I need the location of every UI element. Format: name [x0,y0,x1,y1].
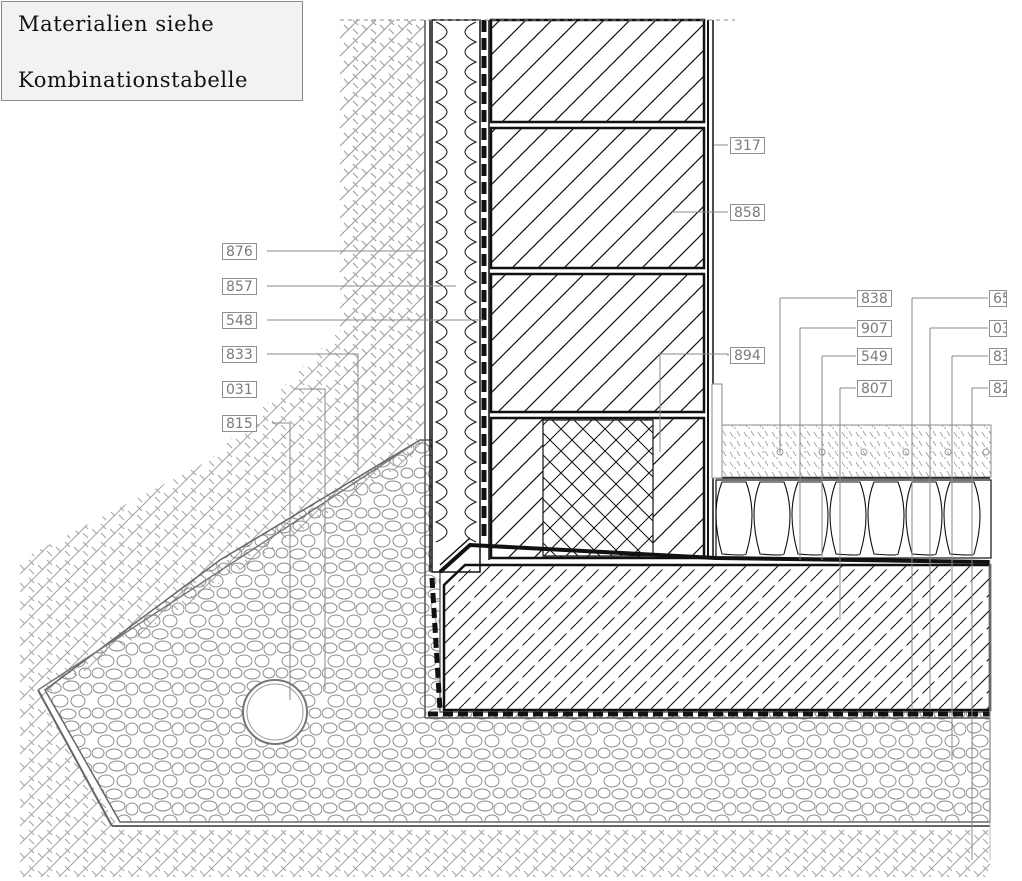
ref-tag-548: 548 [222,312,257,329]
ref-tag-838: 838 [857,290,892,307]
ref-tag-03: 03 [989,320,1007,337]
drain-pipe [242,679,308,745]
ref-tag-82: 82 [989,380,1007,397]
masonry-block-3 [489,272,706,414]
ref-tag-876: 876 [222,243,257,260]
ref-tag-83: 83 [989,348,1007,365]
material-note-box: Materialien siehe Kombinationstabelle [1,1,303,101]
note-line-1: Materialien siehe [18,12,215,36]
ref-tag-815: 815 [222,415,257,432]
concrete-slab [442,563,992,712]
ref-tag-549: 549 [857,348,892,365]
ref-tag-857: 857 [222,278,257,295]
perimeter-insulation [431,19,481,573]
masonry-block-2 [489,126,706,270]
masonry-block-1 [489,18,706,124]
ref-tag-031: 031 [222,381,257,398]
cross-hatch-insert [543,420,653,556]
floor-screed [715,424,992,478]
note-line-2: Kombinationstabelle [18,68,249,92]
ref-tag-317: 317 [730,137,765,154]
ref-tag-807: 807 [857,380,892,397]
ref-tag-907: 907 [857,320,892,337]
ref-tag-858: 858 [730,204,765,221]
leader-lines [267,144,988,860]
ref-tag-833: 833 [222,346,257,363]
ref-tag-65: 65 [989,290,1007,307]
ref-tag-894: 894 [730,347,765,364]
